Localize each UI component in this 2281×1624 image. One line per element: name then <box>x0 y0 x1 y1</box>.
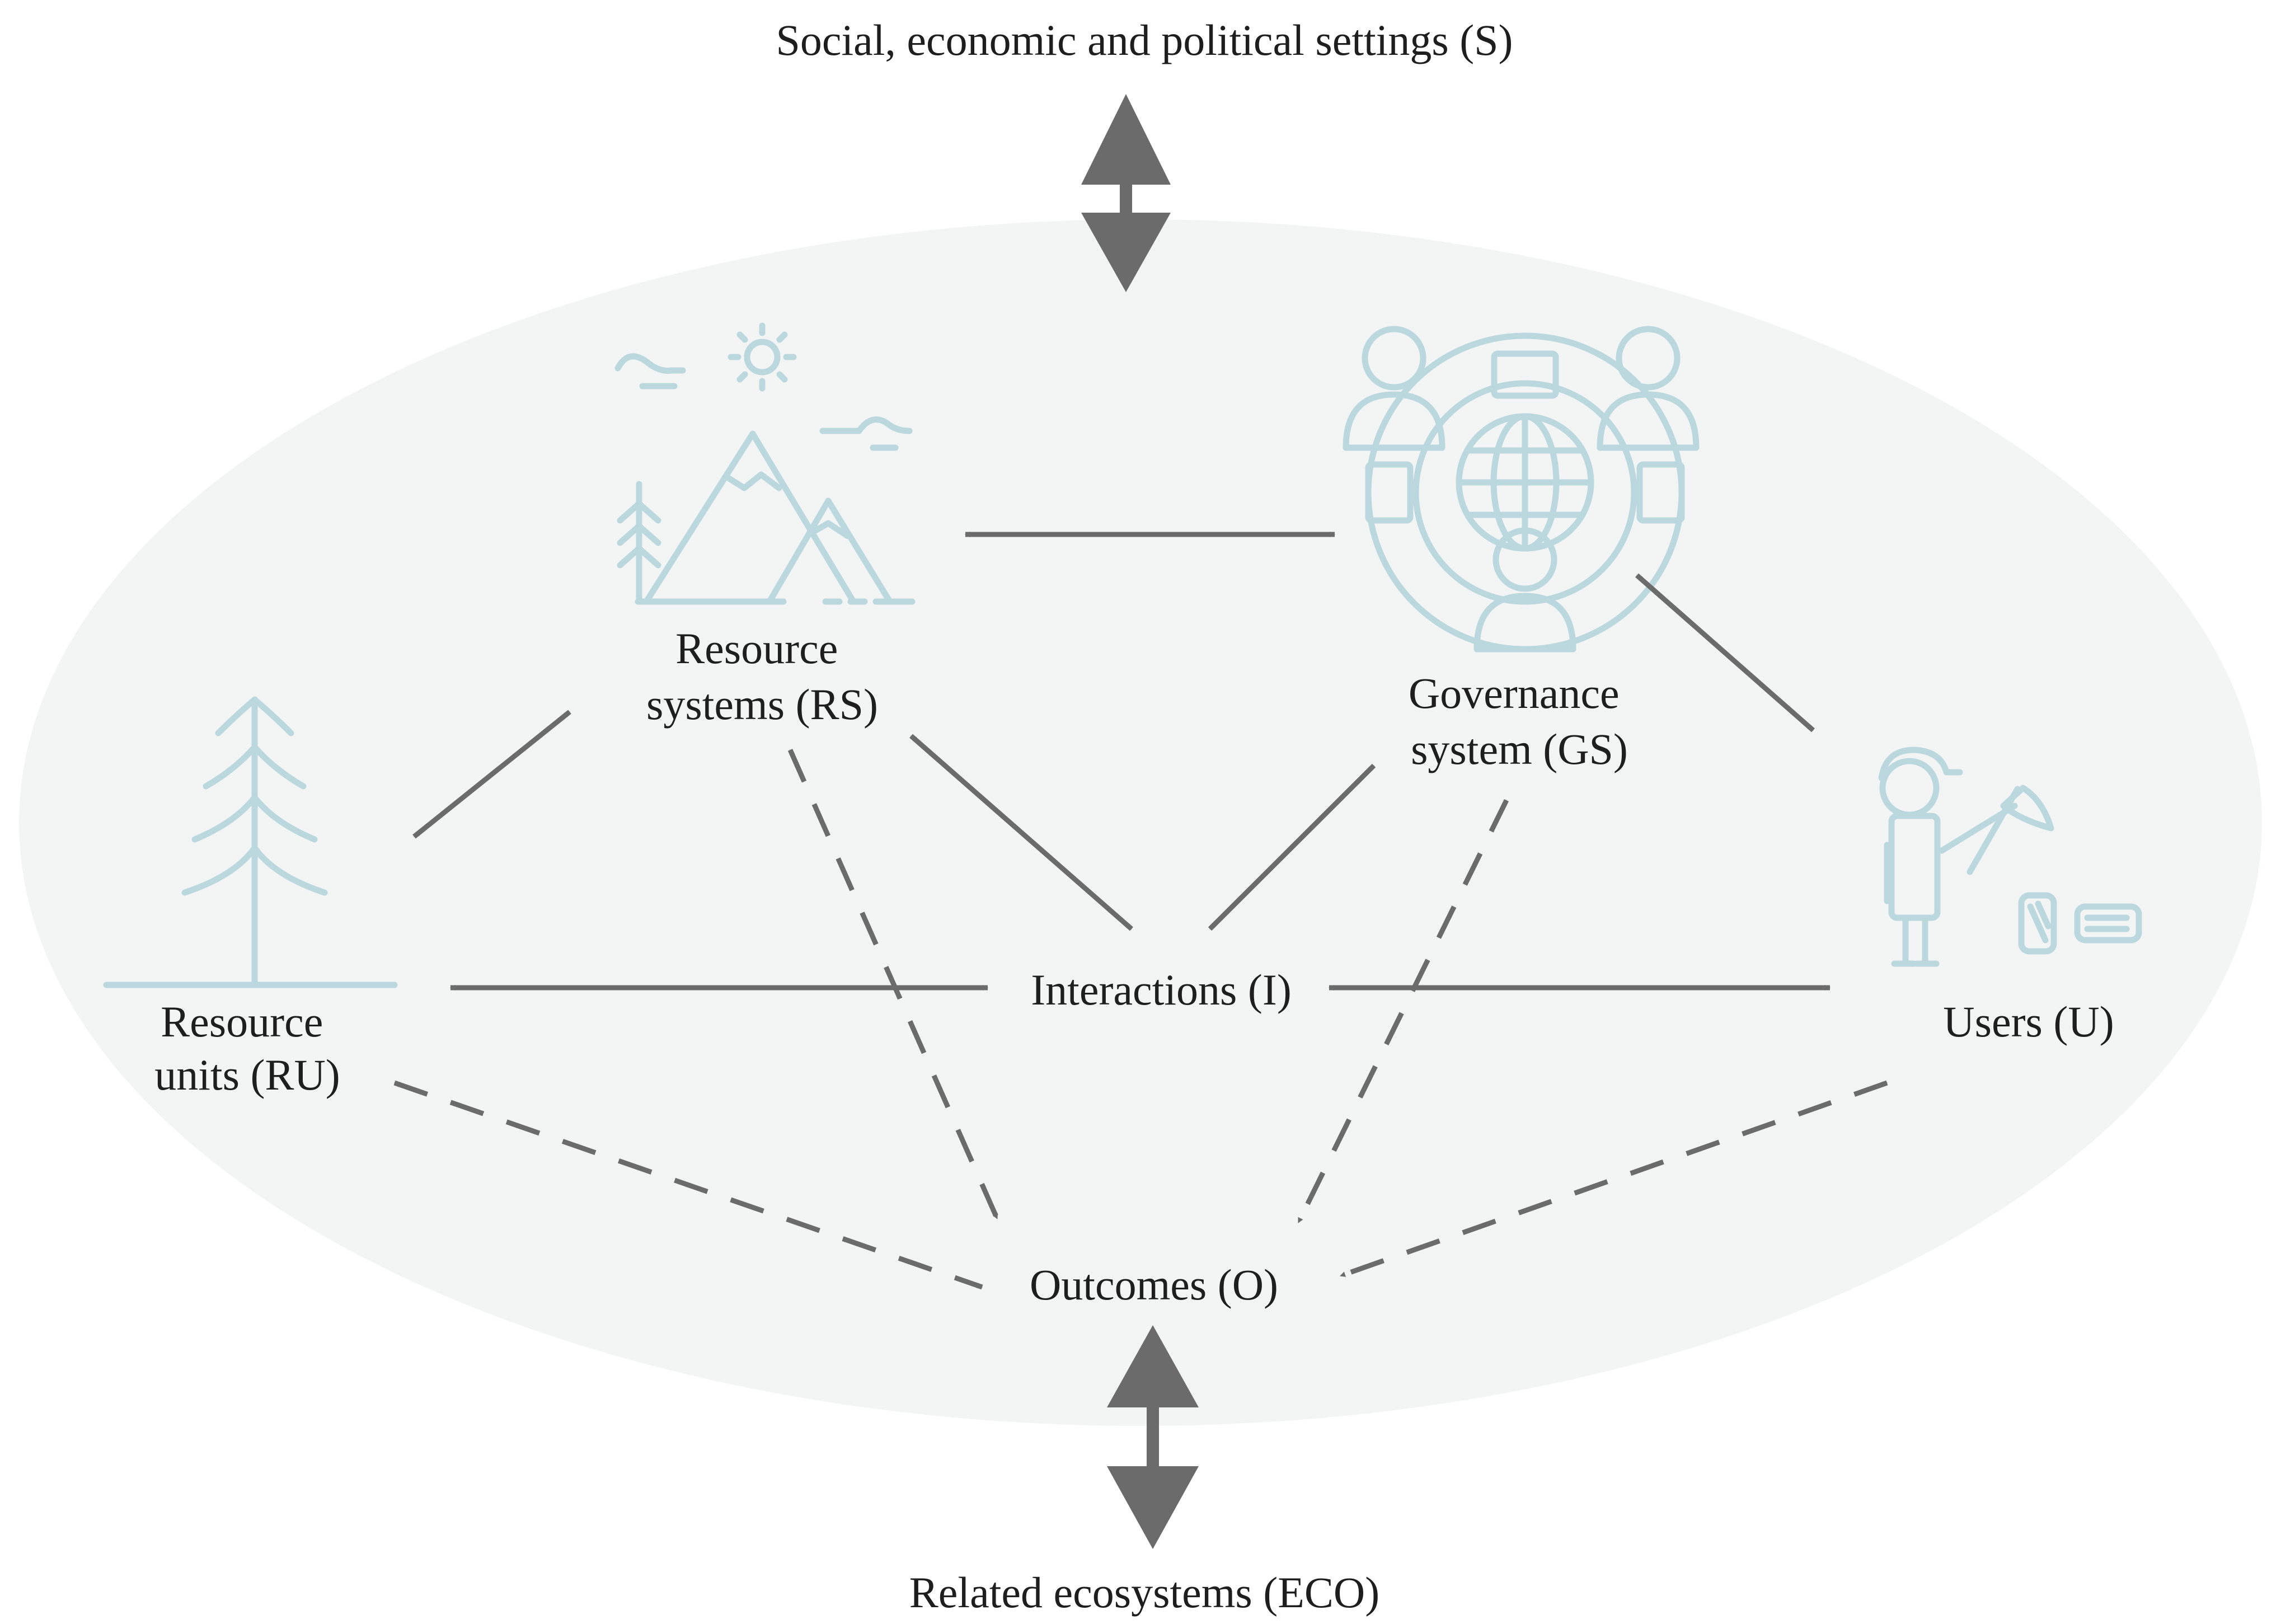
interactions-label: Interactions (I) <box>1031 965 1292 1014</box>
system-ellipse <box>19 219 2262 1426</box>
resource-systems-label-line2: systems (RS) <box>646 680 878 729</box>
resource-systems-label-line1: Resource <box>675 624 838 673</box>
gs-users-arrow <box>1635 573 1815 733</box>
governance-system-label-line2: system (GS) <box>1411 725 1628 773</box>
related-ecosystems-label: Related ecosystems (ECO) <box>909 1568 1379 1617</box>
gs-interactions-arrow <box>1208 763 1376 931</box>
users-outcomes-arrow <box>1339 1080 1888 1279</box>
governance-system-label-line1: Governance <box>1409 669 1620 717</box>
eco-arrowhead-up <box>1107 1325 1199 1407</box>
governance-system-label: Governance system (GS) <box>1409 669 1630 773</box>
gs-outcomes-arrow <box>1296 799 1509 1224</box>
resource-units-label-line1: Resource <box>161 997 323 1046</box>
resource-units-label-line2: units (RU) <box>154 1050 340 1099</box>
outcomes-label: Outcomes (O) <box>1030 1260 1278 1309</box>
governance-gear-people-icon <box>1343 326 1700 653</box>
tree-icon <box>103 696 398 988</box>
settings-label: Social, economic and political settings … <box>776 16 1513 64</box>
ru-outcomes-arrow <box>393 1080 983 1290</box>
resource-systems-label: Resource systems (RS) <box>646 624 878 729</box>
users-label: Users (U) <box>1943 997 2114 1046</box>
resource-units-label: Resource units (RU) <box>154 997 340 1099</box>
mountain-landscape-icon <box>614 322 916 605</box>
settings-arrowhead-up <box>1081 94 1171 185</box>
lumberjack-user-icon <box>1878 747 2142 967</box>
settings-arrowhead-down <box>1081 213 1171 292</box>
ru-rs-arrow <box>412 710 571 839</box>
eco-arrowhead-down <box>1107 1466 1199 1549</box>
